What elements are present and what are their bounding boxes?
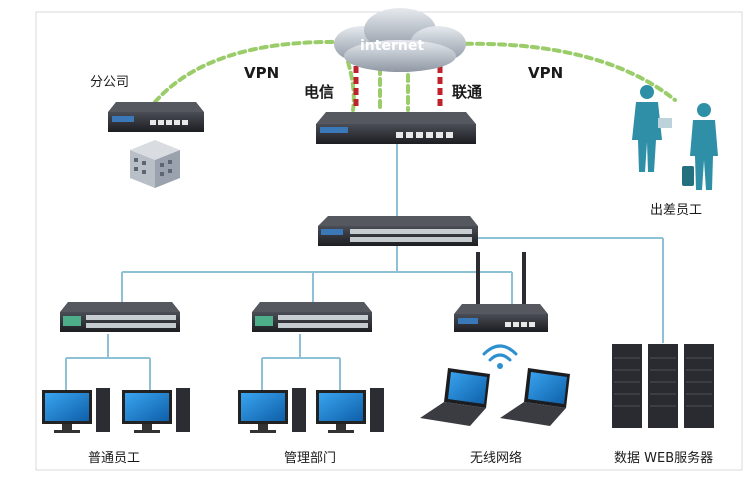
internet-cloud (334, 8, 466, 72)
general-staff-label: 普通员工 (88, 451, 141, 466)
vpn-link-travel (453, 41, 677, 102)
internet-cloud-label: internet (360, 38, 425, 54)
server-2 (648, 344, 678, 428)
wifi-signal-icon (482, 344, 518, 369)
vpn-right-label: VPN (528, 64, 564, 82)
server-rack (612, 344, 714, 428)
traveling-staff-label: 出差员工 (650, 203, 703, 218)
core-switch-ports (350, 229, 472, 242)
core-switch (318, 216, 478, 246)
branch-router (108, 102, 204, 132)
access-switch-2 (252, 302, 372, 332)
isp-unicom-label: 联通 (452, 83, 483, 101)
branch-building-icon (130, 140, 180, 188)
management-label: 管理部门 (284, 451, 337, 466)
branch-office-label: 分公司 (90, 75, 130, 90)
server-3 (684, 344, 714, 428)
vpn-left-label: VPN (244, 64, 280, 82)
wireless-network-label: 无线网络 (470, 451, 523, 466)
vpn-link-branch (153, 39, 342, 104)
wifi-router (454, 252, 548, 332)
main-router (316, 112, 476, 144)
antenna-right (522, 252, 526, 304)
traveling-staff-icon (632, 85, 718, 190)
isp-telecom-label: 电信 (304, 83, 335, 101)
lan-links (65, 142, 664, 390)
laptop-2 (500, 368, 570, 426)
laptop-1 (420, 368, 490, 426)
isp-links (353, 66, 443, 110)
antenna-left (476, 252, 480, 304)
vpn-link-router-left (346, 60, 356, 112)
desktop-pc-1 (42, 388, 110, 433)
server-1 (612, 344, 642, 428)
desktop-pc-4 (316, 388, 384, 433)
servers-label: 数据 WEB服务器 (614, 451, 714, 466)
desktop-pc-2 (122, 388, 190, 433)
desktop-pc-3 (238, 388, 306, 433)
access-switch-1 (60, 302, 180, 332)
